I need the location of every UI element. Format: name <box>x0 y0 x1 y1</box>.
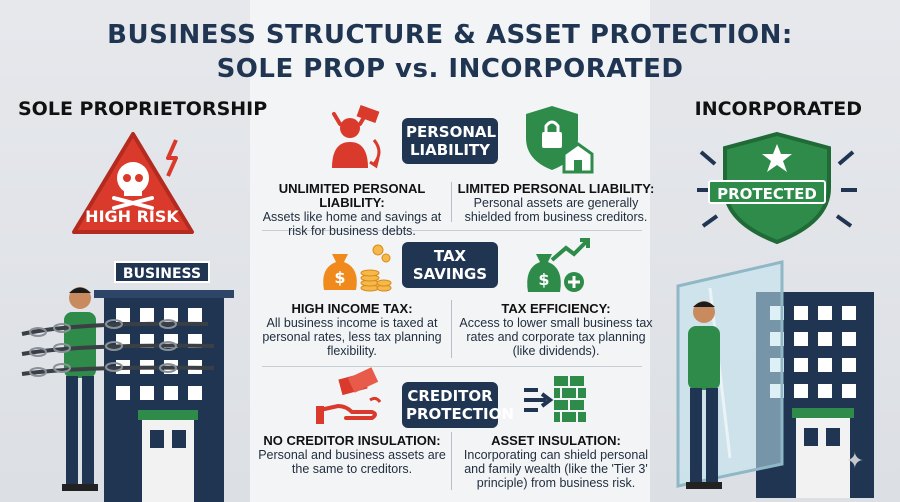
center-divider-3 <box>451 432 452 490</box>
skull-warning-icon <box>72 132 194 234</box>
row1-right-body: Personal assets are generally shielded f… <box>464 196 648 224</box>
title-line-1: BUSINESS STRUCTURE & ASSET PROTECTION: <box>107 20 793 50</box>
sparkle-icon: ✦ <box>845 448 864 473</box>
row-label-personal-liability: PERSONAL LIABILITY <box>402 118 498 164</box>
row3-right-body: Incorporating can shield personal and fa… <box>463 448 649 490</box>
row-separator-2 <box>262 366 642 367</box>
row-label-line-2: LIABILITY <box>410 141 490 159</box>
hand-money-icon <box>316 367 382 424</box>
row1-left-text: UNLIMITED PERSONAL LIABILITY: Assets lik… <box>252 181 452 239</box>
protected-banner: PROTECTED <box>708 180 826 204</box>
page-title: BUSINESS STRUCTURE & ASSET PROTECTION: S… <box>0 18 900 86</box>
row2-right-heading: TAX EFFICIENCY: <box>501 301 611 316</box>
row3-left-heading: NO CREDITOR INSULATION: <box>263 433 441 448</box>
row1-left-body: Assets like home and savings at risk for… <box>262 210 442 238</box>
stressed-person-money-icon <box>332 104 381 169</box>
row-label-tax-savings: TAX SAVINGS <box>402 242 498 288</box>
row1-right-text: LIMITED PERSONAL LIABILITY: Personal ass… <box>456 181 656 225</box>
row1-left-heading: UNLIMITED PERSONAL LIABILITY: <box>278 181 426 210</box>
row-label-creditor-protection: CREDITOR PROTECTION <box>402 382 514 428</box>
glass-shield-building-illustration <box>676 260 874 498</box>
building-sign: BUSINESS <box>114 261 210 283</box>
title-line-2: SOLE PROP vs. INCORPORATED <box>216 54 684 84</box>
money-bags-coins-icon: $ <box>323 244 392 292</box>
row-label-line-2: PROTECTION <box>406 405 514 423</box>
row2-left-body: All business income is taxed at personal… <box>262 316 442 358</box>
row3-right-text: ASSET INSULATION: Incorporating can shie… <box>456 433 656 491</box>
row2-left-heading: HIGH INCOME TAX: <box>291 301 413 316</box>
incorporated-heading: INCORPORATED <box>694 98 862 120</box>
row2-right-body: Access to lower small business tax rates… <box>459 316 653 358</box>
row-separator-1 <box>262 230 642 231</box>
row3-left-text: NO CREDITOR INSULATION: Personal and bus… <box>252 433 452 477</box>
row1-right-heading: LIMITED PERSONAL LIABILITY: <box>457 181 655 196</box>
row-label-line-2: SAVINGS <box>412 265 488 283</box>
svg-text:$: $ <box>334 268 345 287</box>
row2-left-text: HIGH INCOME TAX: All business income is … <box>252 301 452 359</box>
row-label-line-1: PERSONAL <box>406 123 497 141</box>
business-building-illustration <box>21 287 234 502</box>
svg-text:$: $ <box>538 270 549 289</box>
shield-lock-house-icon <box>526 106 594 174</box>
firewall-arrow-icon <box>524 376 586 422</box>
center-divider-2 <box>451 300 452 358</box>
center-divider-1 <box>451 182 452 222</box>
row2-right-text: TAX EFFICIENCY: Access to lower small bu… <box>456 301 656 359</box>
high-risk-badge: HIGH RISK <box>85 207 179 226</box>
row-label-line-1: CREDITOR <box>407 387 493 405</box>
row-label-line-1: TAX <box>433 247 467 265</box>
money-bag-growth-icon: $ <box>527 238 590 292</box>
row3-left-body: Personal and business assets are the sam… <box>258 448 446 476</box>
sole-prop-heading: SOLE PROPRIETORSHIP <box>18 98 268 120</box>
row3-right-heading: ASSET INSULATION: <box>491 433 621 448</box>
